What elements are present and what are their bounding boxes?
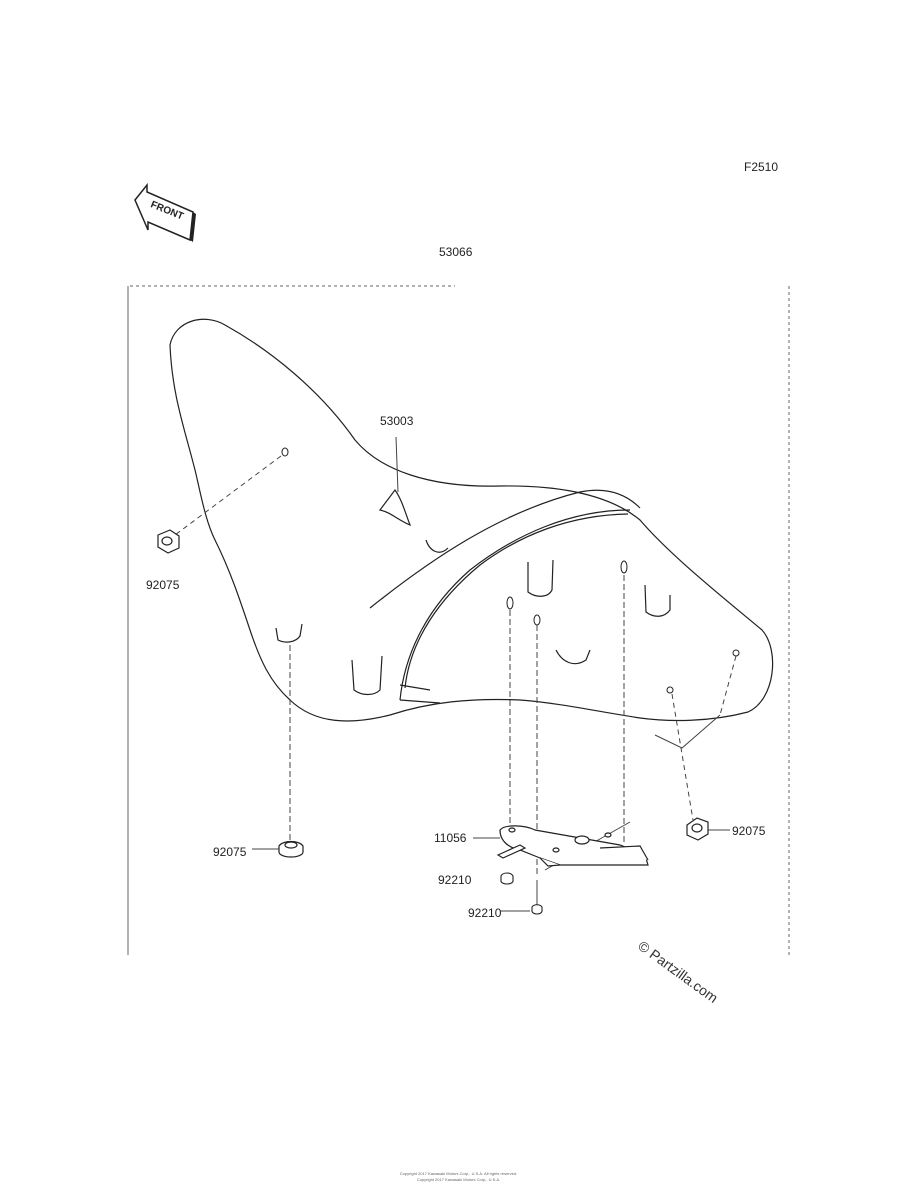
part-label-92075-left[interactable]: 92075 [146,578,180,592]
bracket-icon [496,825,649,867]
footer-copyright-line2: Copyright 2017 Kawasaki Motors Corp., U.… [416,1177,501,1182]
part-label-92210-upper[interactable]: 92210 [438,873,472,887]
part-label-92075-right[interactable]: 92075 [732,824,766,838]
figure-code: F2510 [744,160,779,174]
assembly-frame [127,285,790,955]
footer-copyright-line1: Copyright 2017 Kawasaki Motors Corp., U.… [399,1171,518,1176]
stud-markers [281,447,740,694]
part-label-92075-bottom[interactable]: 92075 [213,845,247,859]
nut-icon [278,840,304,858]
collar-icon [500,872,514,885]
front-arrow-icon: FRONT [134,182,196,242]
part-label-53003[interactable]: 53003 [380,414,414,428]
part-label-11056[interactable]: 11056 [434,831,467,845]
part-label-92210-lower[interactable]: 92210 [468,906,502,920]
nut-icon [157,529,180,554]
seat-illustration [169,318,774,722]
collar-icon [531,904,543,915]
part-label-53066[interactable]: 53066 [439,245,473,259]
nut-icon [686,817,709,841]
